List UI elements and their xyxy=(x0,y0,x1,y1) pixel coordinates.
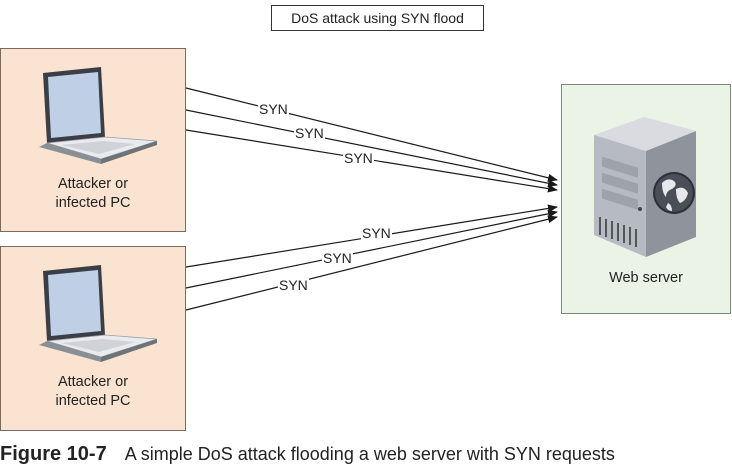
laptop-icon xyxy=(39,67,158,164)
figure-caption: Figure 10-7 A simple DoS attack flooding … xyxy=(0,443,615,466)
attacker-label-line1: Attacker or xyxy=(57,176,129,192)
attacker-label-line2: infected PC xyxy=(55,393,131,409)
attacker-label-line2: infected PC xyxy=(55,195,131,211)
diagram-title: DoS attack using SYN flood xyxy=(271,5,484,31)
server-vents xyxy=(599,217,637,247)
syn-label: SYN xyxy=(278,277,309,293)
syn-label: SYN xyxy=(322,250,353,266)
attacker-label-line1: Attacker or xyxy=(57,374,129,390)
syn-arrow-2 xyxy=(185,109,558,188)
syn-label: SYN xyxy=(361,225,392,241)
globe-icon xyxy=(653,172,695,214)
attacker-box-2: Attacker or infected PC xyxy=(0,246,186,431)
attacker-label: Attacker or infected PC xyxy=(1,175,185,213)
syn-arrow-5 xyxy=(185,209,558,289)
syn-label: SYN xyxy=(258,101,289,117)
laptop-icon xyxy=(39,265,158,362)
attacker-box-1: Attacker or infected PC xyxy=(0,48,186,232)
server-icon xyxy=(594,117,696,257)
figure-caption-text: A simple DoS attack flooding a web serve… xyxy=(124,444,615,464)
web-server-label: Web server xyxy=(609,270,683,286)
web-server-box: Web server xyxy=(561,84,731,314)
attacker-label: Attacker or infected PC xyxy=(1,373,185,411)
syn-arrow-1 xyxy=(185,87,558,182)
syn-label: SYN xyxy=(294,125,325,141)
figure-number: Figure 10-7 xyxy=(0,443,107,465)
syn-arrow-6 xyxy=(185,215,558,311)
syn-label: SYN xyxy=(343,150,374,166)
